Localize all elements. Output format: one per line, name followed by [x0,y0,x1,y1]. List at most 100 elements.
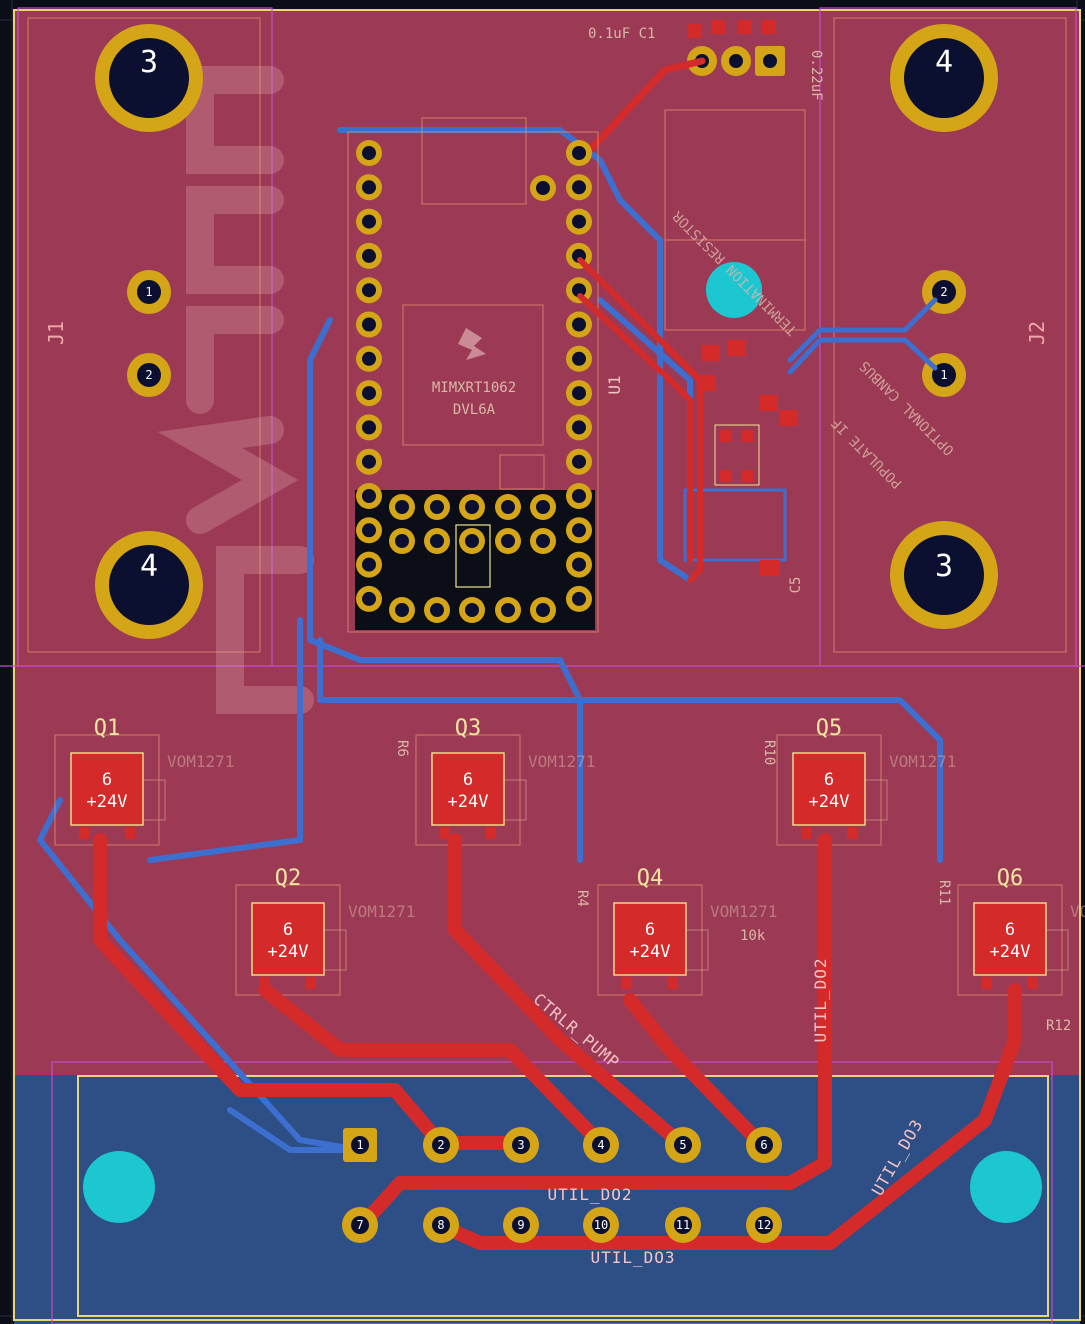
back-copper-pour [14,1075,1080,1324]
mounting-hole-bottom-right[interactable]: 3 [890,521,998,629]
header-pin-5: 5 [665,1127,701,1163]
j2-ref: J2 [1025,321,1049,345]
pin-number: 8 [437,1218,444,1232]
pad-hole [512,1136,530,1154]
mosfet-ref: Q3 [455,716,482,741]
mcu-pin-hole [501,534,515,548]
pin-number: 2 [437,1138,444,1152]
mcu-pins [356,140,592,623]
mcu-pin-hole [572,283,586,298]
mosfet-drain-pad [792,752,866,826]
j2-body [833,17,1067,653]
pin-number: 9 [517,1218,524,1232]
j1-pin-1: 1 [145,285,152,299]
pad-hole [674,1136,692,1154]
mosfet-pin-number: 6 [824,770,834,790]
mcu-pin-hole [362,420,376,435]
mcu-pin-hole [572,454,586,469]
mcu-pin-hole [362,557,376,572]
mosfet-courtyard [235,884,341,996]
header-to-mcu-trace [586,57,706,154]
mounting-hole-label: 3 [140,45,158,80]
net-label-util-do2-horizontal: UTIL_DO2 [547,1185,632,1204]
ten-k-label: 10k [740,928,766,944]
mcu-pin-hole [362,454,376,469]
header-pin-8: 8 [423,1207,459,1243]
mcu-module[interactable]: MIMXRT1062 DVL6A U1 [347,117,624,633]
mounting-hole-top-right[interactable]: 4 [890,24,998,132]
header-pin-6: 6 [746,1127,782,1163]
mosfet-drain-pad [431,752,505,826]
j2-pin-2: 2 [940,285,947,299]
mcu-pin-hole [362,351,376,366]
mounting-hole-label: 4 [935,45,953,80]
mosfet-net: +24V [630,942,671,962]
mcu-pin-hole [572,557,586,572]
mcu-pin-hole [536,500,550,514]
mcu-small-outline [499,454,545,490]
mcu-center-outline [455,524,491,588]
mosfet-source-pad [486,827,496,839]
mosfet-part: VOM1271 [889,752,956,771]
npth-hole-bottom-left [83,1151,155,1223]
j2-pin-1: 1 [940,368,947,382]
mosfet-gate-pad [440,827,450,839]
top-smd-pads [688,20,776,38]
mosfet-courtyard [415,734,521,846]
mcu-chip-text-2: DVL6A [453,402,496,418]
net-label-util-do3-horizontal: UTIL_DO3 [590,1248,675,1267]
mcu-pin-hole [572,420,586,435]
mosfet-net: +24V [809,792,850,812]
mosfet-gate-pad [982,977,992,989]
mcu-pin-hole [465,500,479,514]
mosfet-drain-pad [973,902,1047,976]
header-pin-12: 12 [746,1207,782,1243]
pin-number: 3 [517,1138,524,1152]
mounting-hole-label: 3 [935,549,953,584]
mosfet-group: Q16+24VVOM1271Q26+24VVOM1271Q36+24VVOM12… [54,716,1085,996]
header-pin-1: 1 [343,1128,377,1162]
mcu-pin-hole [572,386,586,401]
mosfet-ref: Q2 [275,866,302,891]
can-pair-trace [787,337,938,375]
courtyard-lines [0,7,1085,1324]
mcu-pin-hole [395,500,409,514]
mcu-pin-hole [572,351,586,366]
pad-hole [432,1216,450,1234]
pad-hole [592,1216,610,1234]
can-transceiver-parts [683,340,798,576]
termination-resistor-body [664,109,806,331]
mosfet-source-pad [668,977,678,989]
mosfet-gate-pad [622,977,632,989]
nxp-logo [458,328,486,360]
mosfet-pin-number: 6 [463,770,473,790]
mcu-pin-hole [536,603,550,617]
mcu-pin-hole [362,523,376,538]
mcu-pin-hole [572,317,586,332]
npth-hole [706,262,762,318]
j1-body [27,17,261,653]
mosfet-net: +24V [990,942,1031,962]
pad-hole [592,1136,610,1154]
mounting-hole-bottom-left[interactable]: 4 [95,531,203,639]
mosfet-source-pad [1028,977,1038,989]
header-outline [77,1075,1049,1317]
mounting-hole-label: 4 [140,549,158,584]
j1-pin-2: 2 [145,368,152,382]
mosfet-courtyard [597,884,703,996]
net-label-util-do2-vertical: UTIL_DO2 [811,957,830,1042]
j1-pins: 1 2 [127,270,171,397]
mosfet-net: +24V [448,792,489,812]
mounting-hole-top-left[interactable]: 3 [95,24,203,132]
r6-ref: R6 [394,740,410,757]
mosfet-drain-pad [251,902,325,976]
mosfet-source-pad [125,827,135,839]
